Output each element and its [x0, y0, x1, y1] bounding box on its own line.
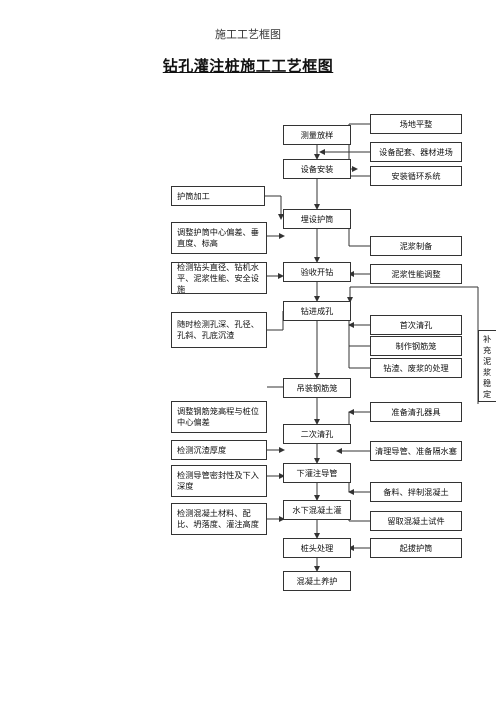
right-site-leveling: 场地平整 — [370, 114, 462, 134]
main-step-underwater-concrete: 水下混凝土灌 — [283, 500, 351, 520]
left-concrete-check: 检测混凝土材料、配比、坍落度、灌注高度 — [171, 503, 267, 535]
left-drill-inspection: 检测钻头直径、钻机水平、泥浆性能、安全设施 — [171, 262, 267, 294]
right-mud-preparation: 泥浆制备 — [370, 236, 462, 256]
left-casing-adjustment: 调整护筒中心偏差、垂直度、标高 — [171, 222, 267, 254]
main-step-cage-hoisting: 吊装钢筋笼 — [283, 378, 351, 398]
main-step-casing-burial: 埋设护筒 — [283, 209, 351, 229]
right-tremie-cleaning: 清理导管、准备隔水塞 — [370, 441, 462, 461]
right-concrete-mixing: 备料、拌制混凝土 — [370, 482, 462, 502]
right-mud-adjustment: 泥浆性能调整 — [370, 264, 462, 284]
main-step-acceptance-drilling: 验收开钻 — [283, 262, 351, 282]
left-tremie-check: 检测导管密封性及下入深度 — [171, 465, 267, 497]
left-sediment-check: 检测沉渣厚度 — [171, 440, 267, 460]
main-step-secondary-cleaning: 二次清孔 — [283, 424, 351, 444]
page-title: 钻孔灌注桩施工工艺框图 — [162, 57, 334, 75]
right-cage-making: 制作钢筋笼 — [370, 336, 462, 356]
right-cleaning-tools: 准备清孔器具 — [370, 402, 462, 422]
left-hole-monitoring: 随时检测孔深、孔径、孔斜、孔底沉渣 — [171, 312, 267, 348]
main-step-curing: 混凝土养护 — [283, 571, 351, 591]
right-waste-disposal: 钻渣、废浆的处理 — [370, 358, 462, 378]
main-step-equipment-install: 设备安装 — [283, 159, 351, 179]
right-first-cleaning: 首次清孔 — [370, 315, 462, 335]
main-step-survey: 测量放样 — [283, 125, 351, 145]
right-circulation-system: 安装循环系统 — [370, 166, 462, 186]
right-concrete-sampling: 留取混凝土试件 — [370, 511, 462, 531]
left-casing-fabrication: 护筒加工 — [171, 186, 265, 206]
side-note-water-head: 补充 泥浆 稳定 孔内 水头 — [478, 330, 496, 402]
main-step-drilling: 钻进成孔 — [283, 301, 351, 321]
right-equipment-materials: 设备配套、器材进场 — [370, 142, 462, 162]
left-cage-adjustment: 调整钢筋笼高程与桩位中心偏差 — [171, 401, 267, 433]
right-casing-extraction: 起拔护筒 — [370, 538, 462, 558]
page-header: 施工工艺框图 — [215, 28, 281, 41]
main-step-pile-head: 桩头处理 — [283, 538, 351, 558]
main-step-tremie-lowering: 下灌注导管 — [283, 463, 351, 483]
